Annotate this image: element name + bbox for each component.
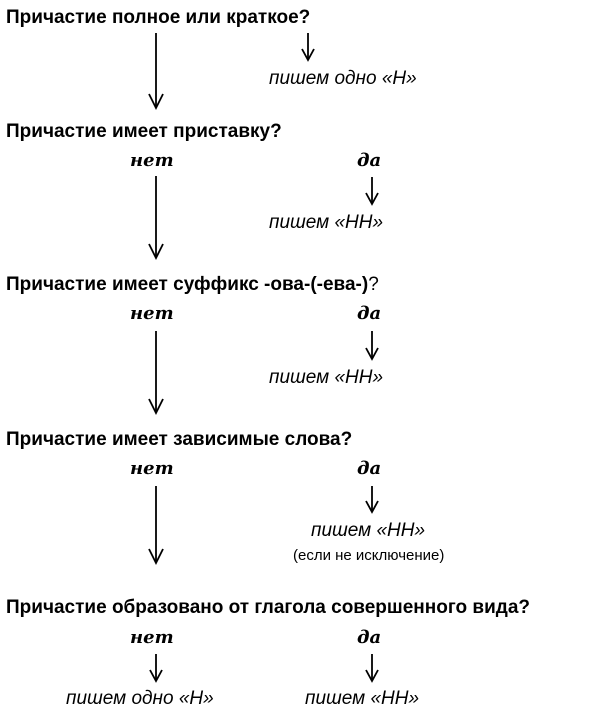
q5-no-result: пишем одно «Н» bbox=[66, 688, 214, 709]
q5-yes-label: да bbox=[357, 627, 382, 648]
arrow-q3-no bbox=[148, 331, 164, 416]
q2-yes-result: пишем «НН» bbox=[269, 212, 384, 233]
q4-yes-label: да bbox=[357, 458, 382, 479]
arrow-q2-no bbox=[148, 176, 164, 261]
arrow-q1-to-result bbox=[301, 33, 315, 62]
q1-result: пишем одно «Н» bbox=[269, 68, 417, 89]
q2-yes-label: да bbox=[357, 150, 382, 171]
q5-yes-result: пишем «НН» bbox=[305, 688, 420, 709]
q3-yes-result: пишем «НН» bbox=[269, 367, 384, 388]
question-1: Причастие полное или краткое? bbox=[6, 7, 311, 28]
question-3-text: Причастие имеет суффикс -ова-(-ева-) bbox=[6, 274, 369, 295]
question-5: Причастие образовано от глагола совершен… bbox=[6, 597, 531, 618]
question-3-tail: ? bbox=[368, 274, 379, 295]
q5-no-label: нет bbox=[130, 627, 174, 648]
q2-no-label: нет bbox=[130, 150, 174, 171]
q4-yes-result: пишем «НН» bbox=[311, 520, 426, 541]
question-4: Причастие имеет зависимые слова? bbox=[6, 429, 353, 450]
question-3: Причастие имеет суффикс -ова-(-ева-)? bbox=[6, 273, 379, 297]
arrow-q3-yes bbox=[365, 331, 379, 361]
q3-no-label: нет bbox=[130, 303, 174, 324]
question-2: Причастие имеет приставку? bbox=[6, 121, 282, 142]
q3-yes-label: да bbox=[357, 303, 382, 324]
arrow-q4-yes bbox=[365, 486, 379, 514]
arrow-q5-yes bbox=[365, 654, 379, 683]
arrow-q4-no bbox=[148, 486, 164, 566]
q4-yes-note: (если не исключение) bbox=[293, 547, 445, 564]
q4-no-label: нет bbox=[130, 458, 174, 479]
arrow-q5-no bbox=[149, 654, 163, 683]
arrow-q2-yes bbox=[365, 177, 379, 206]
arrow-q1-to-q2 bbox=[148, 33, 164, 111]
